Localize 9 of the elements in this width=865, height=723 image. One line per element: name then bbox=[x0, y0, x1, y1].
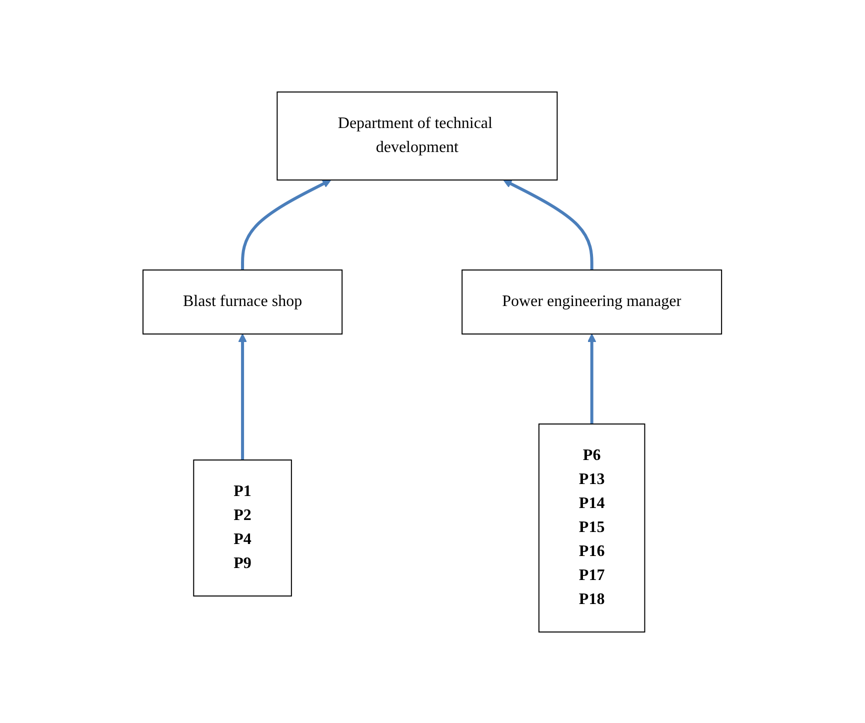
node-box: P6 P13 P14 P15 P16 P17 P18 bbox=[538, 423, 646, 632]
node-box: Power engineering manager bbox=[462, 269, 722, 334]
arrow bbox=[588, 333, 596, 424]
node-box: Department of technical development bbox=[276, 91, 558, 180]
node-box: P1 P2 P4 P9 bbox=[193, 459, 292, 596]
arrow bbox=[241, 179, 332, 270]
arrow bbox=[238, 333, 248, 460]
arrow bbox=[503, 179, 594, 270]
node-box: Blast furnace shop bbox=[142, 269, 343, 334]
